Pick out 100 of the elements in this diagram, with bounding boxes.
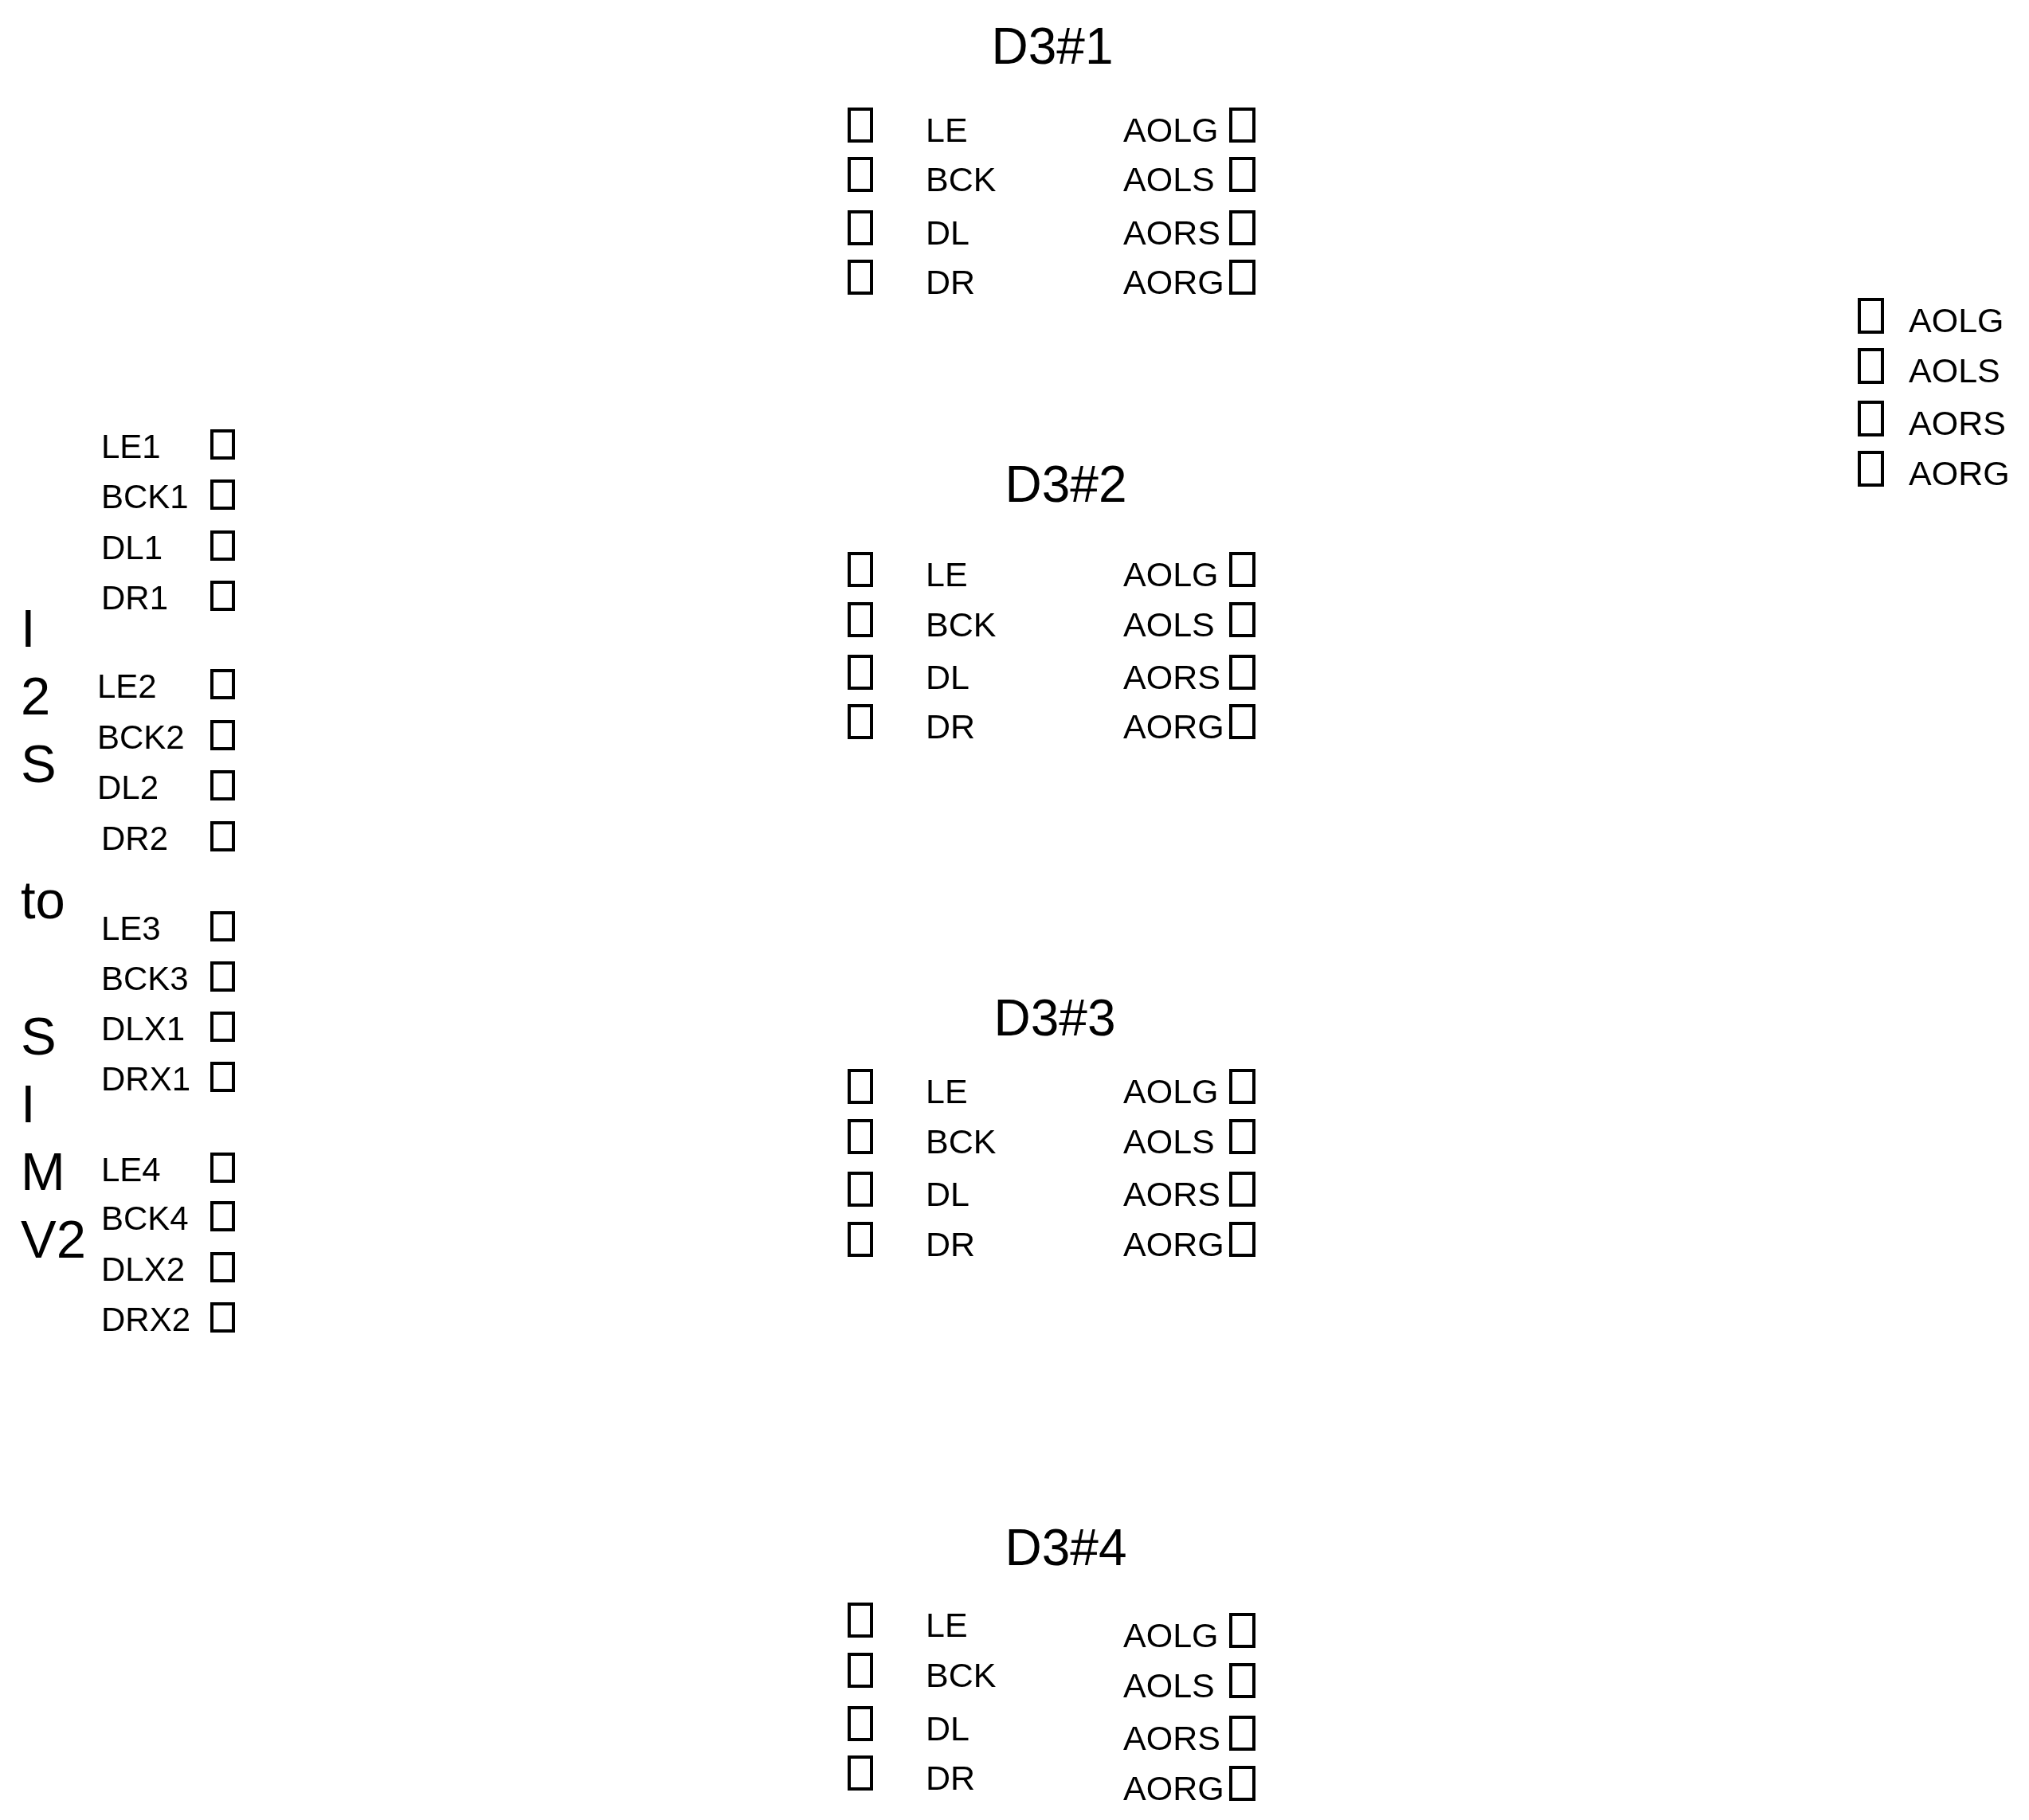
pin-square (1229, 157, 1255, 192)
pin-label: DL (926, 1174, 969, 1214)
pin-label: BCK (926, 159, 997, 199)
pin-label: AOLS (1123, 1121, 1215, 1161)
pin-square (848, 210, 873, 245)
pin-label: AORG (1123, 1768, 1224, 1808)
pin-square (210, 961, 235, 992)
pin-square (848, 1222, 873, 1257)
pin-label: DR1 (101, 579, 169, 618)
pin-label: AOLG (1123, 554, 1219, 594)
pin-square (210, 1153, 235, 1183)
pin-square (848, 108, 873, 143)
pin-square (210, 911, 235, 941)
pin-label: LE3 (101, 910, 161, 949)
pin-label: DL (926, 657, 969, 697)
pin-square (1229, 1069, 1255, 1104)
pin-square (1858, 401, 1884, 436)
pin-label: AORS (1123, 213, 1220, 252)
pin-square (210, 770, 235, 800)
pin-label: LE4 (101, 1151, 161, 1190)
pin-square (1229, 210, 1255, 245)
pin-square (1229, 1766, 1255, 1801)
pin-square (1858, 348, 1884, 384)
pin-square (1229, 1222, 1255, 1257)
pin-label: BCK1 (101, 478, 189, 517)
section-heading: D3#3 (993, 988, 1116, 1047)
pin-square (1229, 1172, 1255, 1207)
pin-label: AORG (1123, 1224, 1224, 1264)
pin-label: BCK3 (101, 960, 189, 999)
section-heading: D3#1 (991, 16, 1114, 76)
pin-square (210, 821, 235, 851)
pin-label: BCK (926, 605, 997, 644)
vertical-heading: to (21, 869, 65, 932)
pin-label: AOLG (1909, 300, 2004, 340)
pin-label: LE (926, 110, 968, 150)
pin-label: DL1 (101, 529, 163, 568)
pin-square (210, 530, 235, 561)
pin-label: BCK (926, 1655, 997, 1695)
pin-square (210, 1252, 235, 1282)
pin-square (1229, 602, 1255, 637)
pin-square (848, 552, 873, 587)
pin-square (1229, 1119, 1255, 1154)
vertical-heading: I 2 S (21, 597, 57, 796)
pin-square (848, 260, 873, 295)
pin-label: DL (926, 1708, 969, 1748)
pin-square (848, 1755, 873, 1791)
pin-square (848, 602, 873, 637)
pin-label: BCK4 (101, 1200, 189, 1239)
pin-square (210, 1302, 235, 1333)
pin-square (848, 1653, 873, 1688)
pin-label: AORG (1123, 262, 1224, 302)
pin-label: AORS (1123, 1174, 1220, 1214)
pin-label: BCK (926, 1121, 997, 1161)
pin-square (848, 1706, 873, 1741)
pin-square (1858, 298, 1884, 334)
pin-square (848, 1119, 873, 1154)
pin-label: LE (926, 554, 968, 594)
pin-label: DR (926, 262, 976, 302)
pin-label: DL (926, 213, 969, 252)
pin-square (1229, 1613, 1255, 1648)
pin-square (1229, 552, 1255, 587)
pin-label: DRX2 (101, 1301, 191, 1340)
pin-square (848, 704, 873, 739)
pin-label: AOLG (1123, 110, 1219, 150)
pin-label: DR (926, 1224, 976, 1264)
pin-square (848, 655, 873, 690)
pin-square (210, 479, 235, 510)
pin-square (210, 669, 235, 699)
pin-label: DRX1 (101, 1060, 191, 1099)
pin-label: DLX1 (101, 1010, 186, 1049)
section-heading: D3#4 (1005, 1517, 1127, 1577)
pin-label: DR (926, 1758, 976, 1798)
pin-square (1229, 1663, 1255, 1698)
pin-label: AORG (1123, 706, 1224, 746)
vertical-heading: S I M V2 (21, 1005, 86, 1271)
pin-square (1858, 451, 1884, 487)
pin-square (210, 581, 235, 611)
pin-square (210, 1012, 235, 1042)
pin-label: DL2 (97, 769, 159, 808)
pin-square (210, 720, 235, 750)
pin-square (848, 1603, 873, 1638)
pin-square (1229, 655, 1255, 690)
pin-label: LE2 (97, 667, 157, 706)
pin-label: DLX2 (101, 1251, 186, 1290)
pin-square (1229, 260, 1255, 295)
pin-label: LE (926, 1071, 968, 1111)
pin-square (1229, 1716, 1255, 1751)
pin-square (210, 1062, 235, 1092)
pin-label: AORG (1909, 453, 2010, 493)
pin-label: AOLG (1123, 1615, 1219, 1655)
pin-label: AORS (1909, 403, 2006, 443)
pin-square (1229, 108, 1255, 143)
pin-label: AOLS (1123, 1665, 1215, 1705)
pin-label: LE1 (101, 428, 161, 467)
pin-square (210, 429, 235, 460)
pin-label: AOLG (1123, 1071, 1219, 1111)
pin-label: DR2 (101, 820, 169, 859)
pin-square (848, 157, 873, 192)
pin-label: BCK2 (97, 718, 185, 757)
pin-label: AOLS (1909, 350, 2000, 390)
